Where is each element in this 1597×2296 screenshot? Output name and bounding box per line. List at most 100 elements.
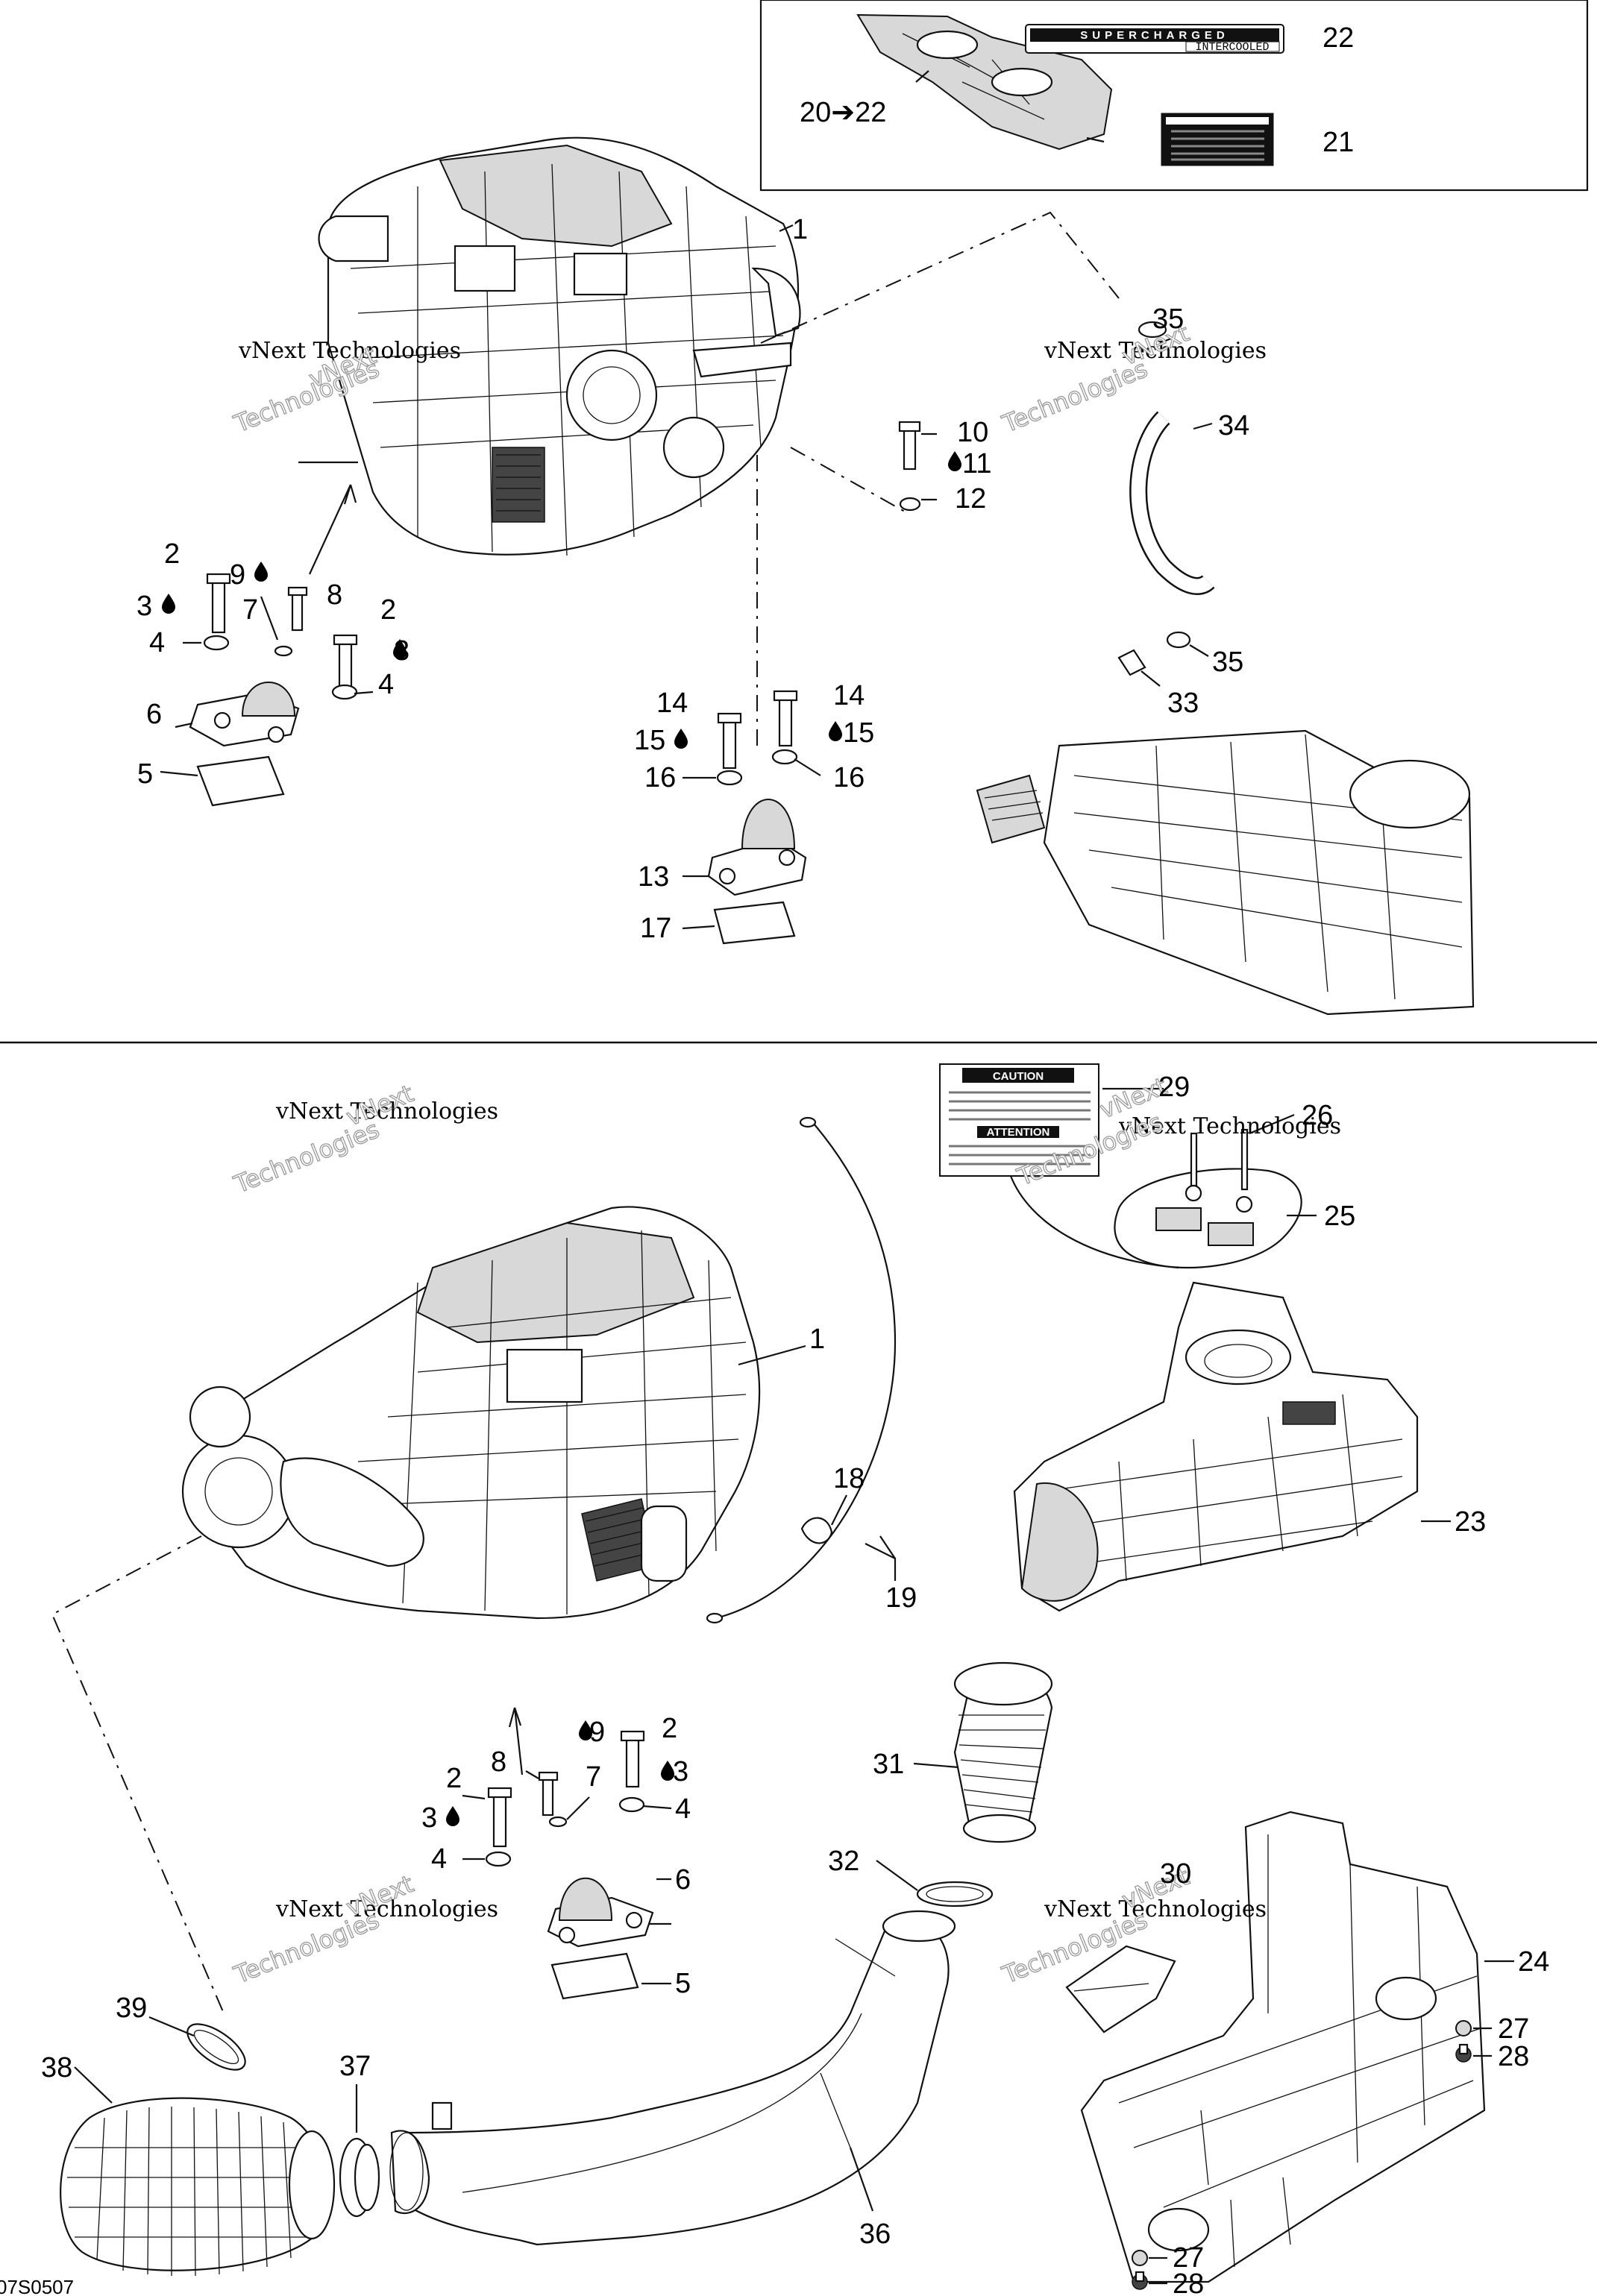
callout-35: 35 — [1152, 303, 1184, 335]
callout-37: 37 — [339, 2051, 371, 2082]
callout-39: 39 — [116, 1993, 147, 2024]
breather-hose — [1117, 321, 1215, 676]
callouts-bottom: 29 26 25 1 23 18 19 9 2 8 3 7 2 4 3 4 6 … — [41, 1072, 1549, 2296]
callout-16: 16 — [644, 762, 676, 793]
callout-4: 4 — [149, 627, 165, 658]
callout-15: 15 — [634, 725, 665, 756]
callout-34: 34 — [1218, 410, 1249, 441]
callouts-top: 22 20➔22 21 1 35 34 10 11 12 35 33 2 9 3… — [137, 22, 1354, 944]
watermark-inline-3: vNext Technologies — [275, 1098, 498, 1125]
caution-decal: CAUTION ATTENTION — [939, 1063, 1099, 1177]
motor-mount-left-top — [189, 573, 358, 807]
callout-7-bottom: 7 — [586, 1761, 601, 1793]
callout-18: 18 — [833, 1463, 865, 1494]
callout-26: 26 — [1302, 1100, 1333, 1131]
lubricant-drop-icon — [674, 729, 688, 749]
warning-decal-21 — [1161, 113, 1274, 166]
callout-10: 10 — [957, 417, 988, 448]
callout-11: 11 — [962, 448, 991, 479]
watermark-inline-1: vNext Technologies — [238, 338, 461, 364]
callout-3b-bottom: 3 — [421, 1802, 437, 1834]
watermark-line2-3: Technologies — [230, 1115, 383, 1199]
callout-6-bottom: 6 — [675, 1864, 691, 1896]
callout-9: 9 — [230, 559, 245, 591]
callout-5-bottom: 5 — [675, 1968, 691, 1999]
watermark-inline-6: vNext Technologies — [1044, 1896, 1267, 1922]
callout-36: 36 — [859, 2218, 891, 2250]
watermark-inline-4: vNext Technologies — [1118, 1113, 1341, 1139]
callout-31: 31 — [873, 1749, 904, 1780]
callout-27: 27 — [1498, 2013, 1529, 2045]
callout-21: 21 — [1323, 127, 1354, 158]
callout-19: 19 — [885, 1582, 917, 1614]
callout-13: 13 — [638, 861, 669, 893]
air-intake-silencer-top — [976, 729, 1475, 1016]
callout-2b: 2 — [380, 594, 396, 626]
lubricant-drop-icon — [162, 594, 175, 614]
callout-27b: 27 — [1173, 2242, 1204, 2274]
callout-1-bottom: 1 — [809, 1324, 825, 1355]
callout-16b: 16 — [833, 762, 865, 793]
lubricant-drop-icon — [254, 562, 268, 582]
air-intake-silencer-bottom — [1013, 1281, 1419, 1612]
callout-23: 23 — [1455, 1506, 1486, 1538]
fasteners-27-28 — [1132, 2020, 1472, 2290]
callout-25: 25 — [1324, 1201, 1355, 1232]
callout-14b: 14 — [833, 680, 865, 711]
bottom-section: CAUTION ATTENTION — [51, 1063, 1514, 2290]
callout-7: 7 — [242, 594, 258, 626]
top-section: SUPERCHARGED INTERCOOLED — [160, 0, 1589, 1016]
callout-5: 5 — [137, 758, 153, 790]
attention-text: ATTENTION — [987, 1126, 1050, 1139]
callout-28b: 28 — [1173, 2268, 1204, 2296]
callout-28: 28 — [1498, 2041, 1529, 2072]
engine-top — [318, 136, 801, 556]
air-box-casing-24 — [1080, 1811, 1486, 2283]
intake-cover-part — [856, 13, 1113, 151]
callout-2-bottom: 2 — [662, 1713, 677, 1744]
watermark-inline-2: vNext Technologies — [1044, 338, 1267, 364]
callout-32: 32 — [828, 1846, 859, 1877]
callout-1: 1 — [792, 214, 808, 245]
callout-29: 29 — [1158, 1072, 1190, 1103]
callout-12: 12 — [955, 483, 986, 515]
callout-17: 17 — [640, 913, 671, 944]
callout-24: 24 — [1518, 1946, 1549, 1978]
ring-37 — [339, 2137, 380, 2218]
callout-2b-bottom: 2 — [446, 1763, 462, 1794]
lubricant-drop-icon — [829, 721, 842, 741]
intake-cover-25 — [1114, 1128, 1302, 1269]
intake-tube-36 — [389, 1910, 956, 2246]
intake-adaptor-31 — [916, 1661, 1053, 1907]
lubricant-drop-icon — [446, 1806, 459, 1826]
motor-mount-center-top — [707, 690, 807, 945]
cable-assembly — [706, 1116, 897, 1624]
callout-35b: 35 — [1212, 647, 1243, 678]
fastener-10-12 — [898, 421, 921, 512]
lubricant-drop-icon — [948, 451, 961, 471]
callout-3-bottom: 3 — [673, 1756, 688, 1787]
callout-4b-bottom: 4 — [431, 1843, 447, 1875]
watermark-inline-5: vNext Technologies — [275, 1896, 498, 1922]
supercharged-text: SUPERCHARGED — [1080, 29, 1229, 42]
callout-15b: 15 — [843, 717, 874, 749]
callout-14: 14 — [656, 688, 688, 719]
callout-6: 6 — [146, 699, 162, 730]
callout-2: 2 — [164, 538, 180, 570]
callout-22: 22 — [1323, 22, 1354, 54]
callout-38: 38 — [41, 2052, 72, 2083]
drawing-code: 07S0507 — [0, 2276, 74, 2296]
intercooled-text: INTERCOOLED — [1195, 41, 1269, 54]
watermark-line2-2: Technologies — [998, 354, 1152, 438]
callout-3: 3 — [137, 591, 152, 622]
intake-boot-38 — [60, 2023, 336, 2277]
supercharged-decal: SUPERCHARGED INTERCOOLED — [1025, 24, 1284, 54]
callout-30: 30 — [1160, 1858, 1191, 1890]
callout-20-22: 20➔22 — [800, 97, 886, 128]
callout-33: 33 — [1167, 688, 1199, 719]
callout-8-bottom: 8 — [491, 1746, 506, 1778]
caution-text: CAUTION — [993, 1070, 1044, 1083]
callout-8: 8 — [327, 579, 342, 611]
